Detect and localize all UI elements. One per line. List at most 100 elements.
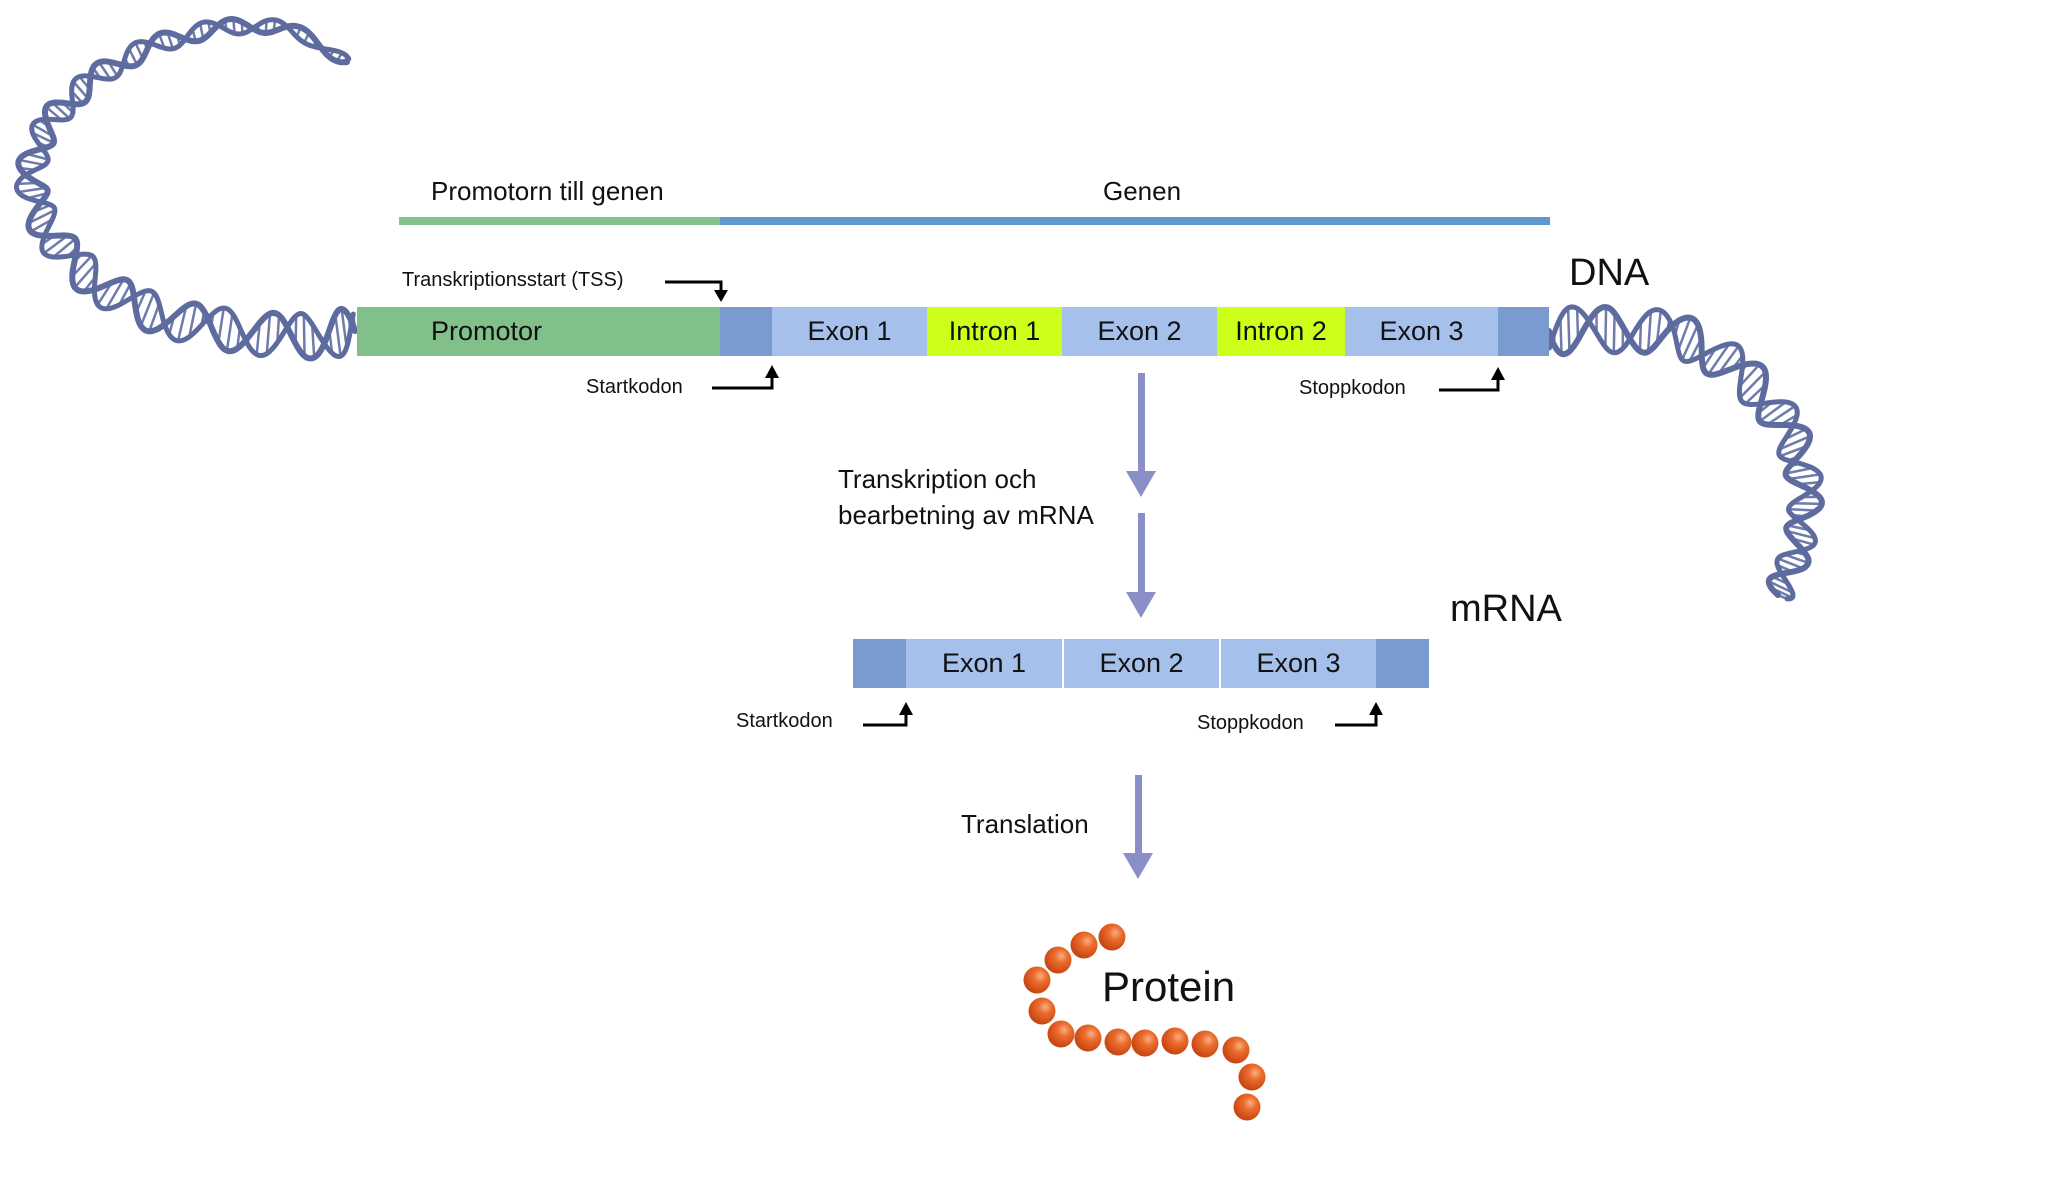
dna-stop-codon-arrow [1439,367,1505,392]
base-pair-rung [31,131,55,145]
promoter-span-label: Promotorn till genen [431,176,664,206]
base-pair-rung [1758,401,1787,423]
base-pair-rung [1559,317,1563,354]
mrna-segment-exon-exon-3: Exon 3 [1221,639,1376,688]
base-pair-rung [1786,529,1816,540]
dna-helix-left [14,15,358,362]
base-pair-rung [302,314,306,357]
promoter-span-line [399,217,720,225]
base-pair-rung [1739,371,1767,399]
mrna-start-codon-arrow [863,702,913,727]
dna-backbone-strand [1546,304,1824,602]
dna-segment-intron-intron-1: Intron 1 [927,307,1062,356]
amino-acid-bead [1238,1063,1266,1091]
base-pair-rung [148,303,161,332]
dna-backbone-strand [14,17,356,360]
base-pair-rung [1566,308,1571,352]
mrna-segment-utr-0 [853,639,906,688]
base-pair-rung [1768,580,1793,594]
protein-chain [1023,923,1266,1121]
base-pair-rung [176,306,188,342]
amino-acid-bead [1044,946,1072,974]
dna-segment-exon-exon-1: Exon 1 [772,307,927,356]
base-pair-rung [1604,307,1608,347]
base-pair-rung [1777,557,1804,570]
mrna-segment-exon-exon-1: Exon 1 [906,639,1062,688]
base-pair-rung [1707,343,1731,376]
base-pair-rung [1638,321,1643,352]
base-pair-rung [1681,324,1700,361]
base-pair-rung [43,234,69,255]
dna-segment-utr-1 [720,307,772,356]
protein-label: Protein [1102,963,1236,1010]
transcription-arrow-2 [1126,513,1156,618]
base-pair-rung [1738,363,1761,387]
base-pair-rung [1677,317,1692,351]
base-pair-rung [310,324,316,358]
transcription-arrow-1 [1126,373,1156,497]
amino-acid-bead [1191,1030,1219,1058]
base-pair-rung [225,313,234,351]
base-pair-rung [52,237,77,258]
base-pair-rung [217,307,226,343]
amino-acid-bead [1233,1093,1261,1121]
amino-acid-bead [1161,1027,1189,1055]
dna-segment-exon-exon-2: Exon 2 [1062,307,1217,356]
base-pair-rung [1612,313,1616,353]
mrna-label: mRNA [1450,588,1562,630]
tss-label: Transkriptionsstart (TSS) [402,269,624,291]
transcription-step-line2: bearbetning av mRNA [838,500,1094,530]
mrna-segment-exon-exon-2: Exon 2 [1064,639,1219,688]
mrna-stop-codon-label: Stoppkodon [1197,712,1304,734]
dna-helix-right [1546,304,1825,602]
dna-segment-intron-intron-2: Intron 2 [1217,307,1345,356]
mrna-stop-codon-arrow [1335,702,1383,727]
base-pair-rung [105,278,125,310]
amino-acid-bead [1074,1024,1102,1052]
dna-segment-exon-exon-3: Exon 3 [1345,307,1498,356]
base-pair-rung [1788,473,1821,481]
mrna-start-codon-label: Startkodon [736,710,833,732]
dna-segment-utr-7 [1498,307,1549,356]
dna-stop-codon-label: Stoppkodon [1299,377,1406,399]
base-pair-rung [139,292,156,327]
amino-acid-bead [1070,931,1098,959]
dna-start-codon-arrow [712,365,779,390]
base-pair-rung [72,80,89,100]
amino-acid-bead [1028,997,1056,1025]
base-pair-rung [1792,502,1822,506]
amino-acid-bead [1222,1036,1250,1064]
base-pair-rung [1778,435,1811,451]
translation-step-label: Translation [961,809,1089,839]
amino-acid-bead [1104,1028,1132,1056]
mrna-segment-utr-4 [1376,639,1429,688]
base-pair-rung [71,254,93,278]
transcription-step-line1: Transkription och [838,464,1037,494]
gene-span-label: Genen [1103,176,1182,206]
base-pair-rung [98,61,112,80]
base-pair-rung [1766,405,1796,426]
dna-start-codon-label: Startkodon [586,376,683,398]
base-pair-rung [1785,466,1813,475]
dna-backbone-strand [1546,304,1825,598]
base-pair-rung [18,186,47,194]
translation-arrow [1123,775,1153,879]
base-pair-rung [334,314,342,357]
dna-label: DNA [1569,252,1650,294]
gene-span-line [720,217,1550,225]
dna-segment-promoter-promotor: Promotor [357,307,720,356]
dna-backbone-strand [15,15,358,362]
base-pair-rung [340,308,348,348]
tss-arrow [665,280,728,302]
base-pair-rung [188,303,198,338]
base-pair-rung [1646,311,1653,352]
amino-acid-bead [1023,966,1051,994]
amino-acid-bead [1098,923,1126,951]
amino-acid-bead [1047,1020,1075,1048]
base-pair-rung [28,208,56,225]
base-pair-rung [73,262,97,289]
base-pair-rung [265,313,272,354]
base-pair-rung [18,158,45,167]
amino-acid-bead [1131,1029,1159,1057]
